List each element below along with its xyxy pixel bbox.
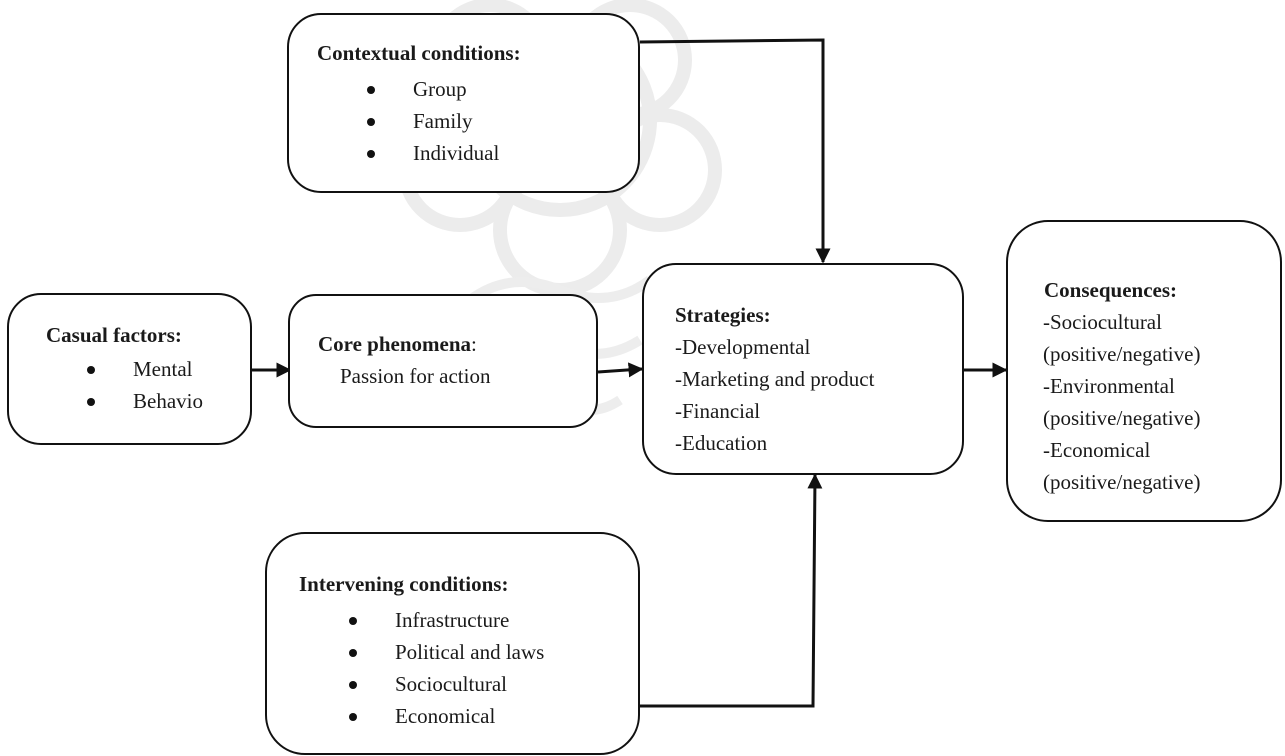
arrow-contextual-to-strategies [639, 38, 831, 264]
list-item: Political and laws [349, 636, 544, 668]
contextual-conditions-box: Contextual conditions: Group Family Indi… [287, 13, 640, 193]
list-item: -Economical [1043, 438, 1151, 462]
list-item: (positive/negative) [1043, 470, 1201, 494]
strategies-title: Strategies: [675, 303, 771, 327]
list-item: Family [367, 105, 499, 137]
list-item: Group [367, 73, 499, 105]
bullet-icon [367, 118, 375, 126]
causal-factors-box: Casual factors: Mental Behavio [7, 293, 252, 445]
causal-factors-title: Casual factors: [46, 323, 182, 347]
list-item: -Environmental [1043, 374, 1175, 398]
core-phenomena-heading: Core phenomena: [318, 332, 477, 356]
bullet-icon [367, 86, 375, 94]
strategies-list: -Developmental -Marketing and product -F… [675, 331, 874, 459]
bullet-icon [87, 366, 95, 374]
list-item: -Sociocultural [1043, 310, 1162, 334]
consequences-title: Consequences: [1044, 278, 1178, 302]
causal-factors-list: Mental Behavio [87, 353, 203, 417]
list-item: Individual [367, 137, 499, 169]
list-item: Mental [87, 353, 203, 385]
intervening-conditions-box: Intervening conditions: Infrastructure P… [265, 532, 640, 755]
list-item: (positive/negative) [1043, 406, 1201, 430]
contextual-conditions-title: Contextual conditions: [317, 41, 521, 65]
bullet-icon [367, 150, 375, 158]
intervening-conditions-list: Infrastructure Political and laws Socioc… [349, 604, 544, 732]
list-item: Infrastructure [349, 604, 544, 636]
consequences-list: -Sociocultural (positive/negative) -Envi… [1043, 306, 1200, 498]
consequences-box: Consequences: -Sociocultural (positive/n… [1006, 220, 1282, 522]
bullet-icon [349, 713, 357, 721]
list-item: -Developmental [675, 335, 811, 359]
bullet-icon [349, 681, 357, 689]
list-item: (positive/negative) [1043, 342, 1201, 366]
arrow-core-to-strategies [597, 362, 644, 378]
intervening-conditions-title: Intervening conditions: [299, 572, 509, 596]
list-item: -Education [675, 431, 768, 455]
arrow-intervening-to-strategies [640, 473, 823, 708]
list-item: Economical [349, 700, 544, 732]
core-phenomena-box: Core phenomena: Passion for action [288, 294, 598, 428]
bullet-icon [349, 617, 357, 625]
bullet-icon [87, 398, 95, 406]
bullet-icon [349, 649, 357, 657]
list-item: Sociocultural [349, 668, 544, 700]
contextual-conditions-list: Group Family Individual [367, 73, 499, 169]
strategies-box: Strategies: -Developmental -Marketing an… [642, 263, 964, 475]
core-phenomena-text: Passion for action [340, 364, 491, 388]
list-item: Behavio [87, 385, 203, 417]
list-item: -Financial [675, 399, 761, 423]
list-item: -Marketing and product [675, 367, 875, 391]
